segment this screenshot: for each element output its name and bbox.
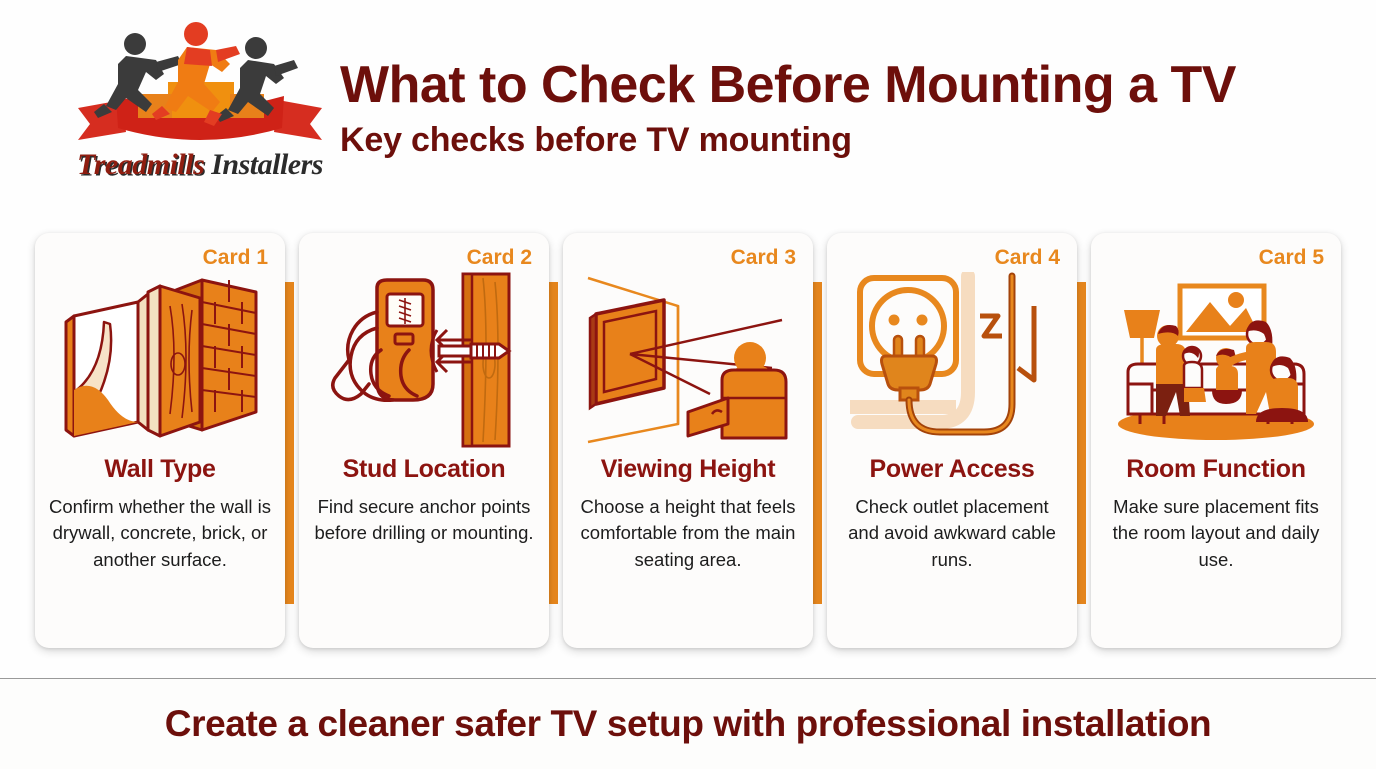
brand-name: Treadmills Installers [60, 148, 340, 182]
card-body: Find secure anchor points before drillin… [314, 495, 534, 544]
card-body: Confirm whether the wall is drywall, con… [48, 495, 272, 570]
wall-outlet-with-plug-and-cable-icon [850, 272, 1037, 436]
brand-name-part2: Installers [204, 148, 323, 181]
header: Treadmills Installers What to Check Befo… [0, 0, 1376, 208]
three-runners-on-podium-with-ribbon-icon [78, 22, 322, 140]
card-title: Viewing Height [600, 455, 776, 483]
card-badge: Card 5 [1258, 246, 1324, 269]
card-badge: Card 4 [994, 246, 1060, 269]
card-badge: Card 3 [730, 246, 796, 269]
card-illustration [563, 270, 813, 450]
family-on-couch-in-living-room-icon [1118, 283, 1314, 440]
card-illustration [35, 270, 285, 450]
brand-name-part1: Treadmills [77, 148, 205, 181]
page-subtitle: Key checks before TV mounting [340, 121, 852, 160]
wall-mounted-tv-with-seated-viewer-icon [587, 276, 788, 444]
hand-holding-stud-finder-icon [331, 272, 512, 448]
card-body: Make sure placement fits the room layout… [1112, 495, 1320, 570]
footer-text: Create a cleaner safer TV setup with pro… [164, 703, 1212, 744]
card-viewing-height[interactable]: Card 3 [563, 233, 813, 648]
card-illustration [1091, 270, 1341, 450]
card-title: Wall Type [104, 455, 216, 483]
footer-banner: Create a cleaner safer TV setup with pro… [0, 678, 1376, 769]
card-title: Stud Location [342, 455, 506, 483]
card-badge: Card 2 [466, 246, 532, 269]
layered-wall-drywall-wood-brick-icon [64, 278, 258, 438]
page-title: What to Check Before Mounting a TV [340, 56, 1236, 114]
title-block: What to Check Before Mounting a TV Key c… [340, 58, 1350, 159]
card-body: Choose a height that feels comfortable f… [580, 495, 796, 570]
card-wall-type[interactable]: Card 1 [35, 233, 285, 648]
card-badge: Card 1 [202, 246, 268, 269]
brand-logo: Treadmills Installers [60, 12, 340, 194]
card-title: Power Access [869, 455, 1035, 483]
card-illustration [827, 270, 1077, 450]
card-stud-location[interactable]: Card 2 [299, 233, 549, 648]
card-title: Room Function [1126, 455, 1306, 483]
card-room-function[interactable]: Card 5 [1091, 233, 1341, 648]
card-power-access[interactable]: Card 4 [827, 233, 1077, 648]
card-body: Check outlet placement and avoid awkward… [848, 495, 1056, 570]
card-illustration [299, 270, 549, 450]
card-row: Card 1 [0, 233, 1376, 653]
